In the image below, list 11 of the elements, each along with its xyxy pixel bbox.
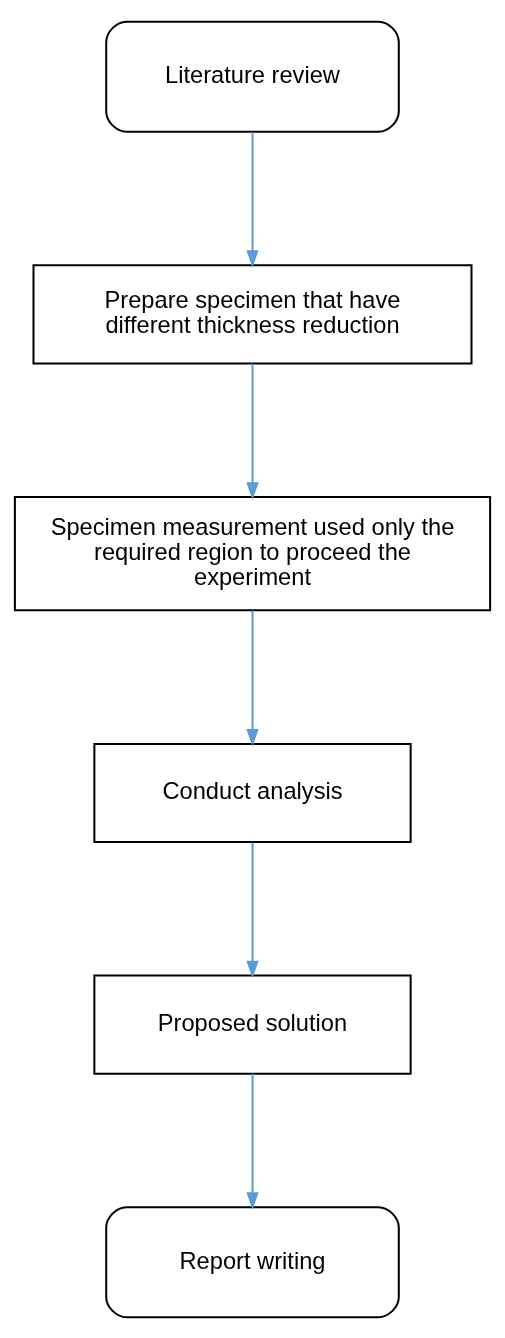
node-box: Report writing xyxy=(105,1205,400,1318)
arrow xyxy=(246,610,259,747)
arrow xyxy=(246,1073,259,1210)
node-box: Literature review xyxy=(105,20,400,133)
arrow xyxy=(246,363,259,500)
arrow xyxy=(246,842,259,978)
node-box: Specimen measurement used only the required region to proceed the experiment xyxy=(13,495,492,611)
arrow xyxy=(246,131,259,268)
node-box: Conduct analysis xyxy=(93,742,412,843)
node-box: Proposed solution xyxy=(93,974,412,1075)
node-box: Prepare specimen that have different thickness reduction xyxy=(32,263,473,364)
